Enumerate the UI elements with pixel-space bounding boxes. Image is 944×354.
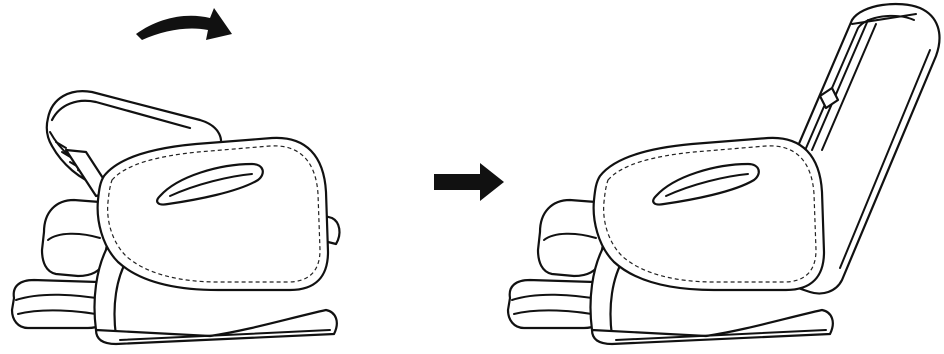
curved-rotate-arrow-icon	[136, 8, 232, 40]
folded-armrest	[96, 136, 330, 292]
unfolded-armrest	[592, 136, 826, 292]
massage-chair-folded-icon	[10, 90, 341, 346]
right-arrow-icon	[434, 163, 504, 201]
unfolded-backrest	[784, 2, 941, 295]
massage-chair-unfolded-icon	[506, 2, 941, 346]
unfolded-base	[589, 244, 834, 346]
